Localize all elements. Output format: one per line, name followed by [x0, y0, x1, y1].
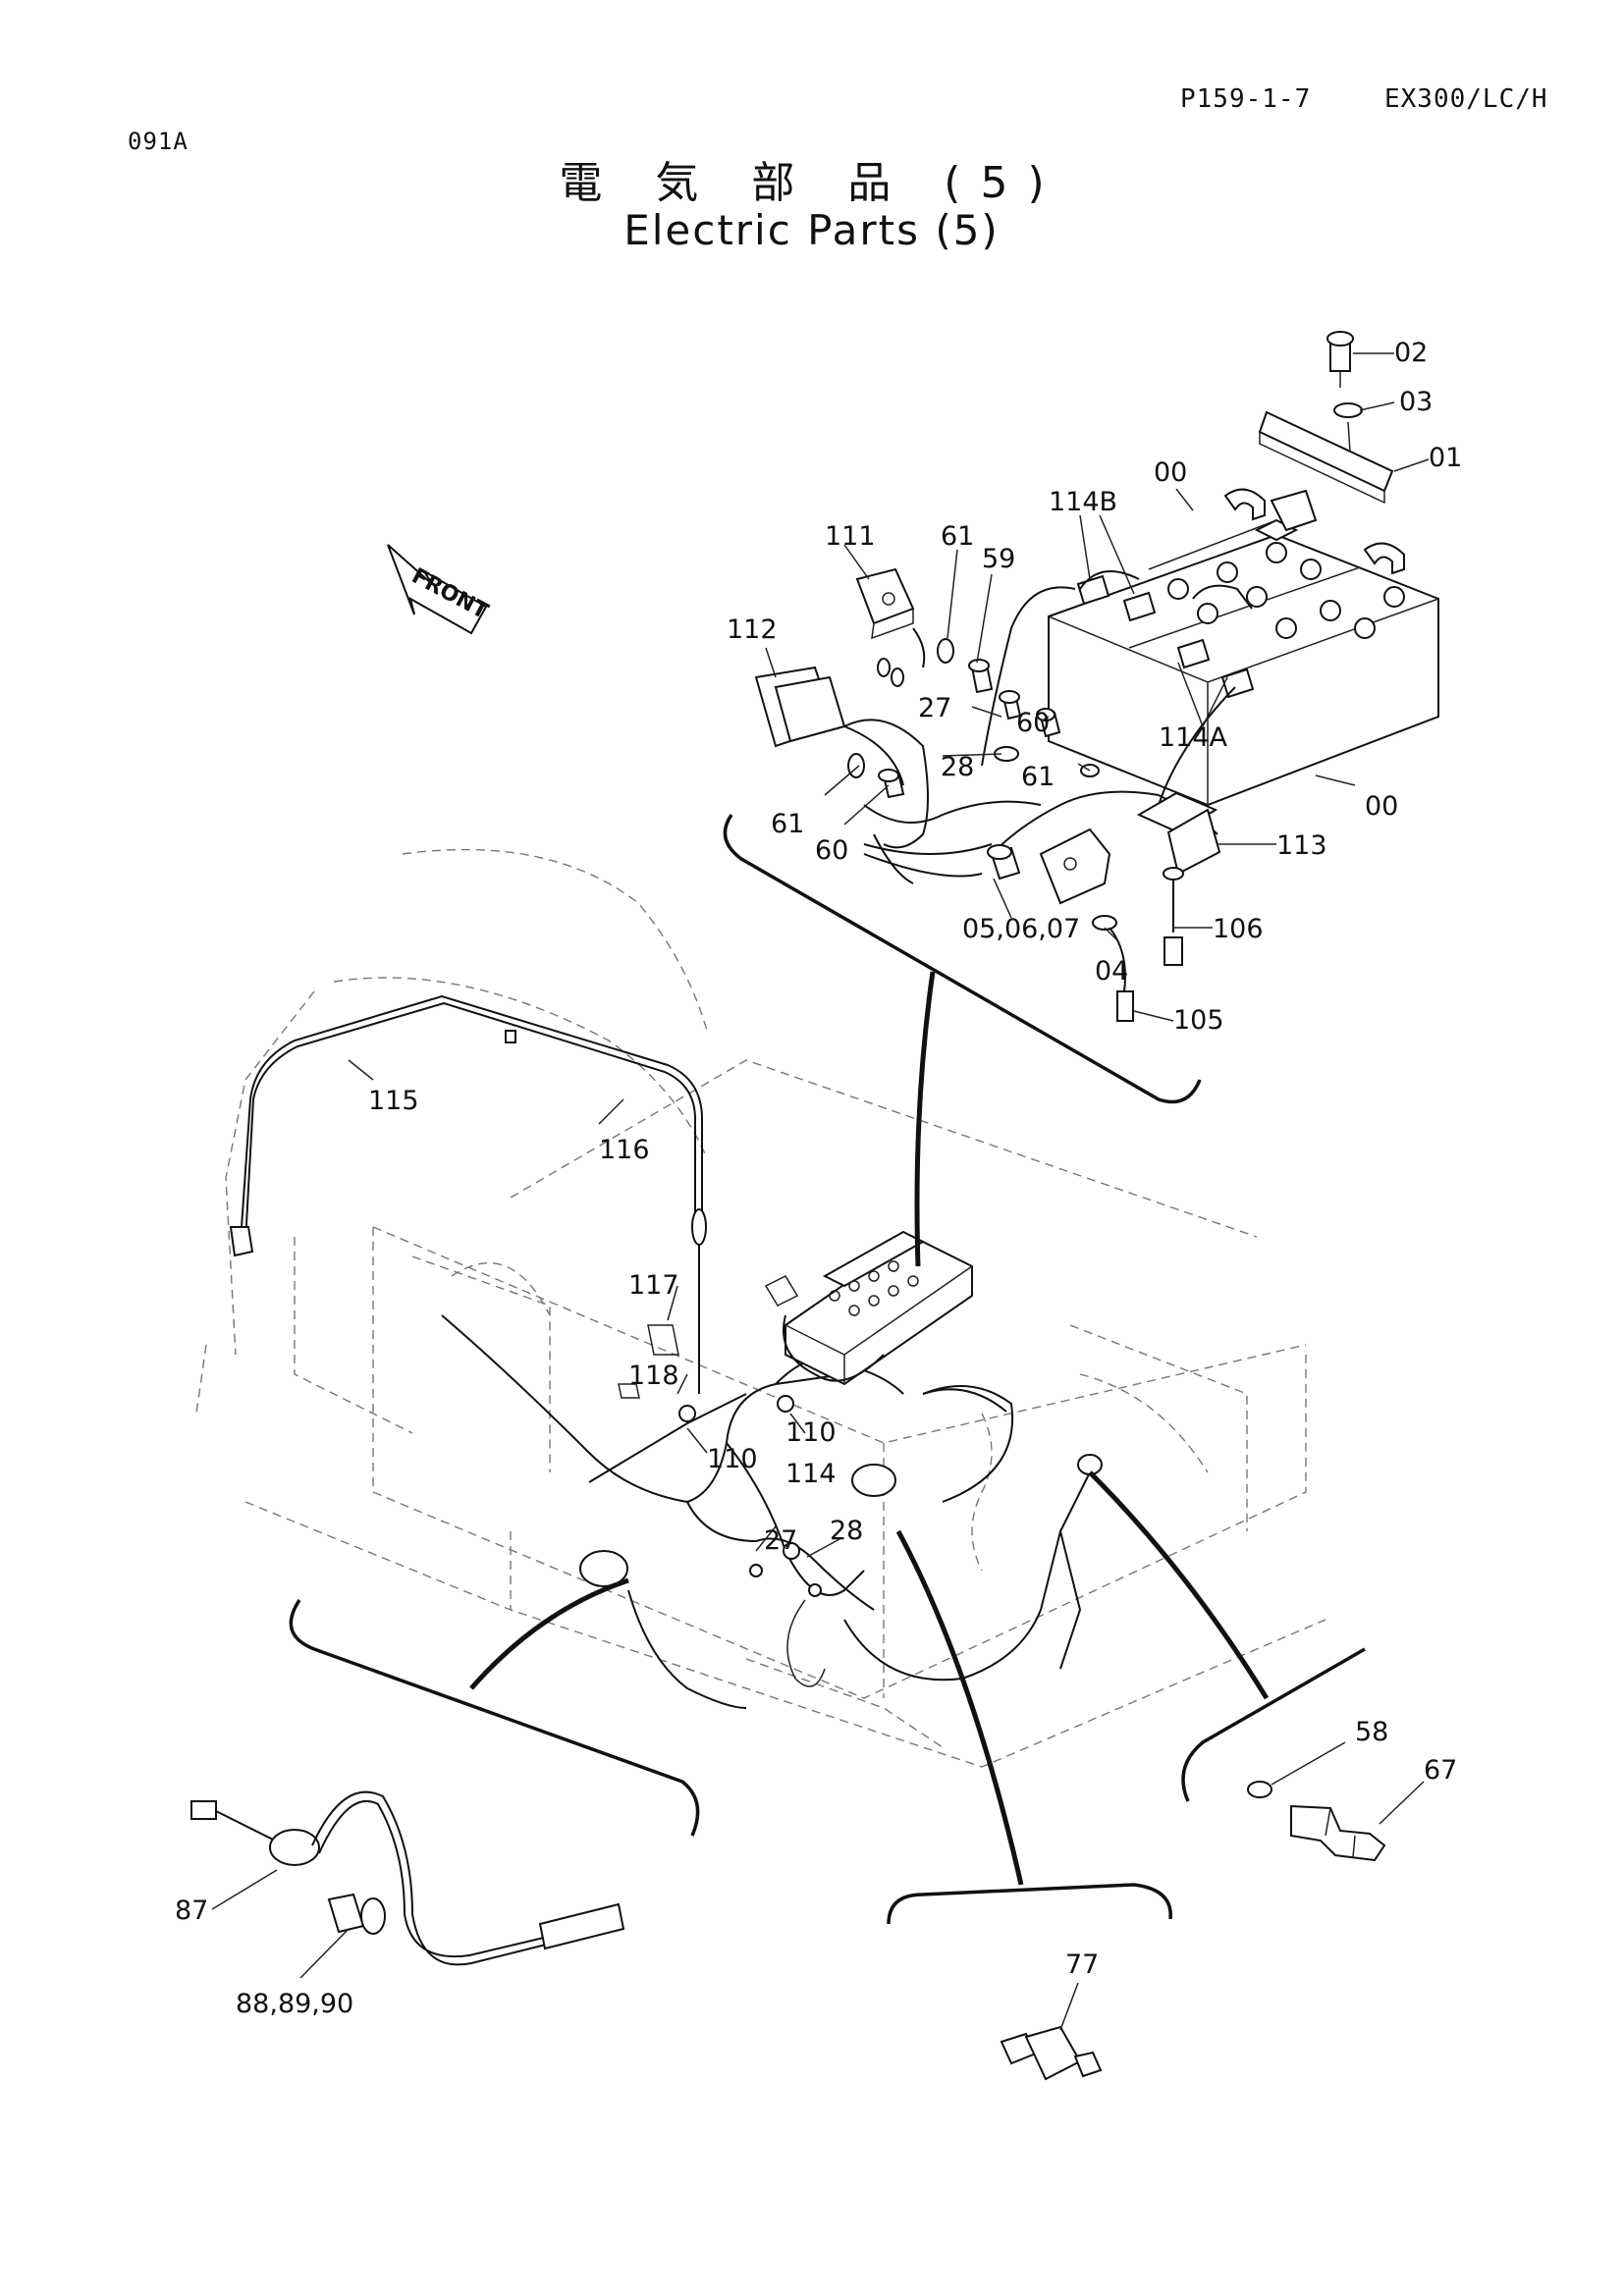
switch-detail-77 — [1000, 2025, 1103, 2081]
callout-03: 03 — [1399, 387, 1433, 417]
callout-00-upper: 00 — [1154, 457, 1187, 488]
callout-67: 67 — [1424, 1755, 1457, 1786]
callout-59: 59 — [982, 544, 1015, 574]
callout-leaders — [211, 352, 1430, 2031]
callout-105: 105 — [1173, 1005, 1224, 1036]
callout-02: 02 — [1394, 338, 1428, 368]
detail-brackets — [289, 814, 1366, 1925]
callout-112: 112 — [727, 614, 778, 645]
callout-27-lower: 27 — [764, 1525, 797, 1556]
callout-00-lower: 00 — [1365, 791, 1398, 822]
callout-60-right: 60 — [1016, 708, 1050, 738]
callout-116: 116 — [599, 1135, 650, 1165]
callout-61-right: 61 — [1021, 762, 1055, 792]
page-code: P159-1-7 — [1180, 84, 1312, 114]
callout-27-upper: 27 — [918, 693, 951, 723]
callout-04: 04 — [1095, 956, 1128, 987]
machine-outline — [195, 848, 1326, 1768]
callout-61-left: 61 — [771, 809, 804, 839]
callout-77: 77 — [1065, 1949, 1099, 1980]
callout-01: 01 — [1429, 443, 1462, 473]
callout-110-left: 110 — [707, 1444, 758, 1474]
callout-110-right: 110 — [785, 1417, 837, 1448]
callout-114: 114 — [785, 1459, 837, 1489]
leader-lines — [469, 971, 1270, 1886]
callout-118: 118 — [628, 1361, 679, 1391]
model-code: EX300/LC/H — [1384, 84, 1548, 114]
battery-detail — [754, 331, 1439, 1022]
page-title-japanese: 電 気 部 品 (5) — [559, 158, 1064, 208]
callout-115: 115 — [368, 1086, 419, 1116]
sensor-detail-87 — [190, 1790, 625, 1966]
callout-05-06-07: 05,06,07 — [962, 914, 1080, 944]
callout-87: 87 — [175, 1896, 208, 1926]
sheet-id: 091A — [128, 128, 189, 155]
battery-assembly-small — [764, 1230, 973, 1386]
callout-117: 117 — [628, 1270, 679, 1301]
page-title-english: Electric Parts (5) — [623, 206, 1000, 254]
main-harness — [441, 1314, 1103, 1709]
front-arrow: FRONT — [387, 544, 492, 635]
callout-28-upper: 28 — [941, 752, 974, 782]
cab-harness — [229, 994, 707, 1399]
callout-114b: 114B — [1049, 487, 1117, 517]
callout-113: 113 — [1276, 830, 1327, 861]
callout-labels: 02 03 01 00 114B 114A 00 111 61 59 112 2… — [175, 338, 1462, 2019]
callout-61-top: 61 — [941, 521, 974, 552]
callout-88-89-90: 88,89,90 — [236, 1989, 353, 2019]
callout-106: 106 — [1213, 914, 1264, 944]
callout-111: 111 — [825, 521, 876, 552]
callout-58: 58 — [1355, 1717, 1388, 1747]
switch-detail-67 — [1247, 1781, 1386, 1862]
callout-60-left: 60 — [815, 835, 848, 866]
callout-28-lower: 28 — [830, 1516, 863, 1546]
callout-114a: 114A — [1159, 722, 1228, 753]
